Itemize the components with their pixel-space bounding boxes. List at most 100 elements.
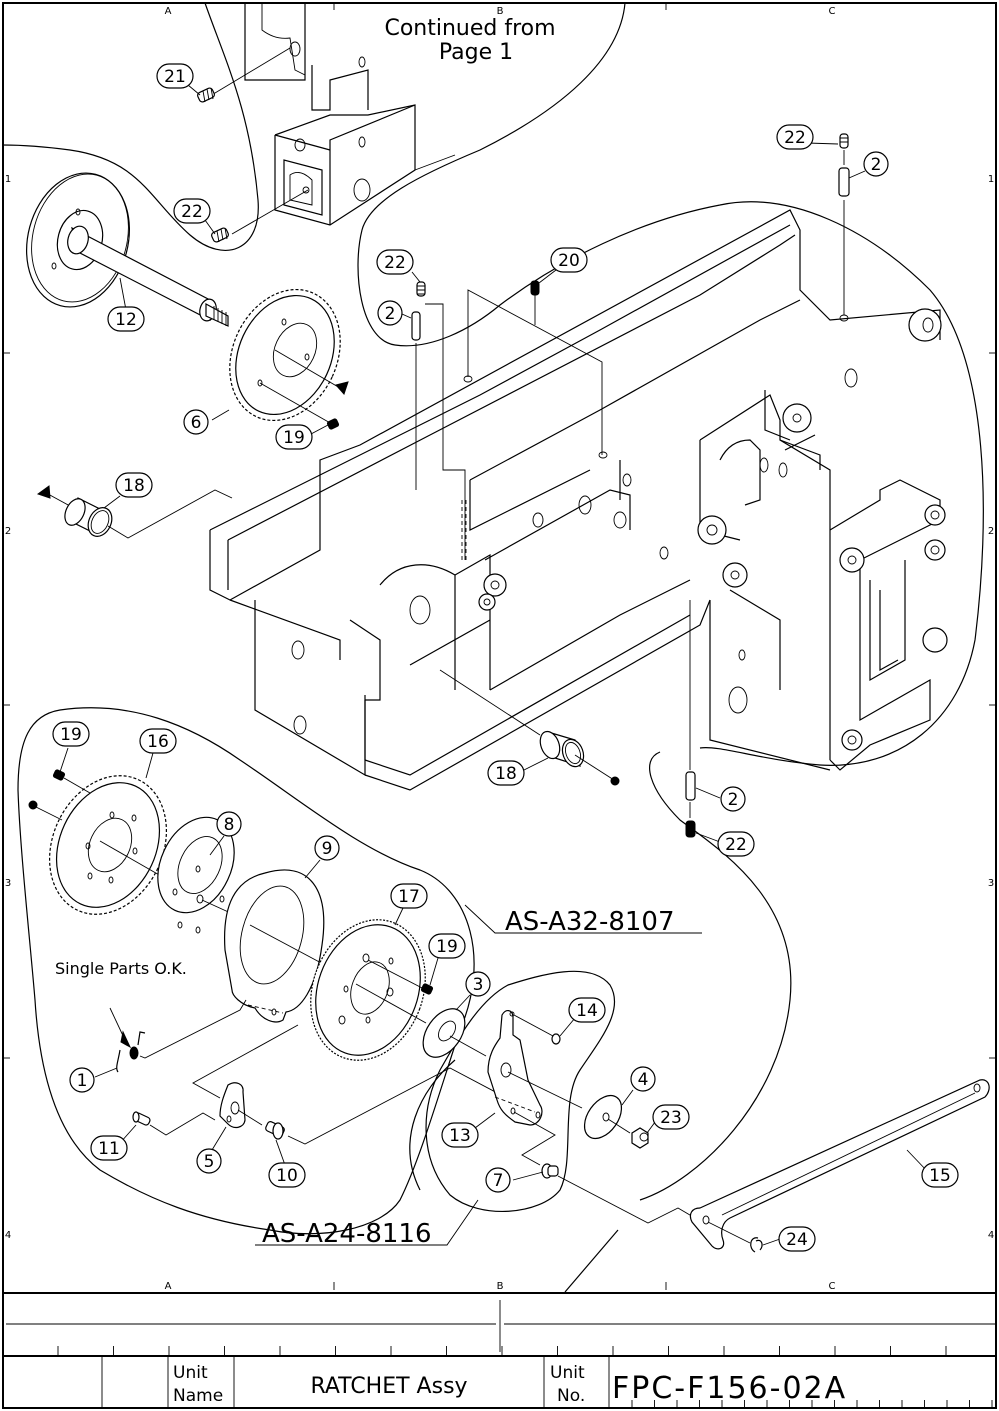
callout-balloon-7: 7 <box>486 1168 510 1192</box>
zone-col-c-bottom: C <box>829 1281 836 1292</box>
callout-balloon-2: 2 <box>378 301 402 325</box>
balloon-number: 19 <box>283 428 305 448</box>
callout-balloon-1: 1 <box>70 1068 94 1092</box>
zone-col-b-bottom: B <box>497 1281 504 1292</box>
callout-balloon-19: 19 <box>276 425 312 449</box>
shaft-pin-10 <box>265 1068 520 1144</box>
balloon-number: 4 <box>638 1070 649 1090</box>
callout-balloon-5: 5 <box>197 1149 221 1173</box>
unit-name-label-line1: Unit <box>173 1363 208 1383</box>
pin-and-screw-lower <box>686 600 695 837</box>
washer-3 <box>415 1001 486 1065</box>
balloon-number: 22 <box>784 128 806 148</box>
callout-balloon-19: 19 <box>53 722 89 746</box>
ring-plate-9 <box>225 870 325 1022</box>
washer-4 <box>577 1089 630 1146</box>
callout-balloon-20: 20 <box>551 248 587 272</box>
callout-balloon-19: 19 <box>429 934 465 958</box>
callout-balloon-9: 9 <box>315 836 339 860</box>
callout-balloon-11: 11 <box>91 1136 127 1160</box>
set-screw-22-left <box>211 190 308 243</box>
balloon-number: 23 <box>660 1108 682 1128</box>
callout-balloon-22: 22 <box>718 832 754 856</box>
callout-balloon-24: 24 <box>779 1227 815 1251</box>
callout-balloon-15: 15 <box>922 1163 958 1187</box>
unit-number: FPC-F156-02A <box>612 1371 847 1406</box>
balloon-number: 10 <box>276 1166 298 1186</box>
balloon-number: 22 <box>384 253 406 273</box>
callout-balloon-17: 17 <box>391 884 427 908</box>
callout-balloon-8: 8 <box>217 812 241 836</box>
zone-col-a-top: A <box>165 6 172 17</box>
assembly-callout-asm-1: AS-A32-8107 <box>465 905 702 937</box>
zone-row-4-right: 4 <box>988 1230 994 1241</box>
zone-row-2-left: 2 <box>5 526 11 537</box>
pawl-5 <box>193 1025 298 1127</box>
balloon-number: 2 <box>871 155 882 175</box>
balloon-number: 19 <box>60 725 82 745</box>
callout-balloon-10: 10 <box>269 1163 305 1187</box>
single-parts-note: Single Parts O.K. <box>55 959 187 978</box>
balloon-number: 13 <box>449 1126 471 1146</box>
zone-row-3-right: 3 <box>988 878 994 889</box>
balloon-number: 5 <box>204 1152 215 1172</box>
zone-col-c-top: C <box>829 6 836 17</box>
continuation-note-line1: Continued from <box>384 16 555 41</box>
callout-balloon-16: 16 <box>140 729 176 753</box>
balloon-number: 11 <box>98 1139 120 1159</box>
balloon-number: 22 <box>181 202 203 222</box>
callout-balloon-4: 4 <box>631 1067 655 1091</box>
callout-balloon-22: 22 <box>174 199 210 223</box>
balloon-number: 24 <box>786 1230 808 1250</box>
zone-col-a-bottom: A <box>165 1281 172 1292</box>
callout-balloon-2: 2 <box>721 787 745 811</box>
balloon-number: 14 <box>576 1001 598 1021</box>
callout-balloon-14: 14 <box>569 998 605 1022</box>
balloon-number: 7 <box>493 1171 504 1191</box>
balloon-number: 20 <box>558 251 580 271</box>
balloon-number: 2 <box>385 304 396 324</box>
callout-balloon-22: 22 <box>377 250 413 274</box>
balloon-number: 12 <box>115 310 137 330</box>
spring-1 <box>110 1000 246 1072</box>
pin-11 <box>133 1112 215 1135</box>
callout-balloon-22: 22 <box>777 125 813 149</box>
balloon-number: 8 <box>224 815 235 835</box>
balloon-number: 1 <box>77 1071 88 1091</box>
continuation-boundary <box>3 3 983 765</box>
balloon-number: 3 <box>473 975 484 995</box>
assembly-callout-asm-2: AS-A24-8116 <box>255 1200 478 1249</box>
callout-balloon-18: 18 <box>488 761 524 785</box>
callout-balloon-23: 23 <box>653 1105 689 1129</box>
unit-no-label-line1: Unit <box>550 1363 585 1383</box>
balloon-number: 6 <box>191 413 202 433</box>
continuation-note-line2: Page 1 <box>439 40 513 65</box>
callout-balloon-3: 3 <box>466 972 490 996</box>
assembly-label-asm-1: AS-A32-8107 <box>505 907 675 937</box>
callout-balloon-18: 18 <box>116 473 152 497</box>
balloon-number: 15 <box>929 1166 951 1186</box>
zone-row-3-left: 3 <box>5 878 11 889</box>
sprocket-16 <box>28 757 189 934</box>
unit-name: RATCHET Assy <box>310 1374 467 1399</box>
balloon-number: 21 <box>164 67 186 87</box>
shaft-flange-12 <box>12 161 228 326</box>
boundary-line-right <box>640 752 791 1200</box>
callout-balloon-12: 12 <box>108 307 144 331</box>
balloon-number: 19 <box>436 937 458 957</box>
zone-row-1-right: 1 <box>988 174 994 185</box>
sprocket-6 <box>209 271 361 438</box>
zone-row-4-left: 4 <box>5 1230 11 1241</box>
assembly-label-asm-2: AS-A24-8116 <box>262 1219 432 1249</box>
balloon-number: 17 <box>398 887 420 907</box>
unit-no-label-line2: No. <box>557 1386 585 1406</box>
callout-balloon-21: 21 <box>157 64 193 88</box>
balloon-number: 22 <box>725 835 747 855</box>
zone-row-2-right: 2 <box>988 526 994 537</box>
balloon-number: 9 <box>322 839 333 859</box>
balloon-number: 2 <box>728 790 739 810</box>
set-screw-21 <box>197 48 290 103</box>
balloon-number: 18 <box>495 764 517 784</box>
balloon-number: 18 <box>123 476 145 496</box>
